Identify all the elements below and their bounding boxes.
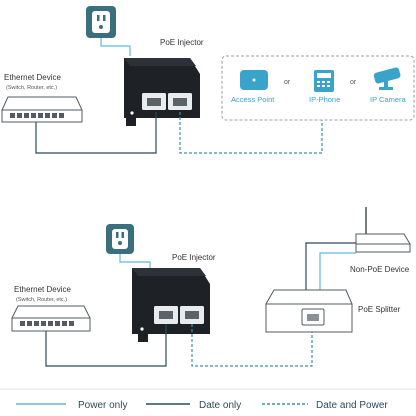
ip-camera-label: IP Camera	[370, 95, 407, 104]
top-data-line	[35, 112, 157, 154]
bottom-data-line	[45, 324, 167, 367]
top-ethernet-subtitle: (Switch, Router, etc.)	[6, 85, 57, 91]
poe-splitter-label: PoE Splitter	[358, 305, 401, 314]
top-injector-label: PoE Injector	[160, 38, 204, 47]
access-point-icon	[240, 70, 268, 90]
bottom-ethernet-title: Ethernet Device	[14, 285, 71, 294]
top-data-power-line	[179, 112, 323, 154]
legend-data-label: Date only	[199, 400, 241, 411]
non-poe-device-label: Non-PoE Device	[350, 265, 410, 274]
ip-phone-icon	[314, 70, 334, 92]
power-line	[100, 38, 131, 56]
non-poe-router-icon	[355, 207, 411, 253]
top-ethernet-title: Ethernet Device	[4, 73, 61, 82]
splitter-data-line	[305, 242, 356, 290]
bottom-data-power-line	[191, 324, 313, 367]
bottom-injector-label: PoE Injector	[172, 253, 216, 262]
ip-camera-icon	[373, 67, 401, 90]
or-label-2: or	[350, 79, 357, 86]
legend-both-label: Date and Power	[316, 400, 388, 411]
bottom-ethernet-switch	[11, 305, 91, 332]
poe-injector-bottom	[132, 268, 210, 342]
bottom-ethernet-subtitle: (Switch, Router, etc.)	[16, 297, 67, 303]
top-ethernet-switch	[1, 96, 83, 123]
power-outlet-icon	[86, 6, 116, 38]
ip-phone-label: IP-Phone	[309, 95, 340, 104]
power-line-bottom	[119, 254, 151, 270]
legend-power-label: Power only	[78, 400, 127, 411]
power-outlet-icon-bottom	[106, 224, 134, 254]
or-label-1: or	[284, 79, 291, 86]
access-point-label: Access Point	[231, 95, 275, 104]
poe-splitter	[265, 289, 353, 333]
poe-injector	[124, 58, 200, 126]
splitter-power-line	[319, 252, 356, 290]
